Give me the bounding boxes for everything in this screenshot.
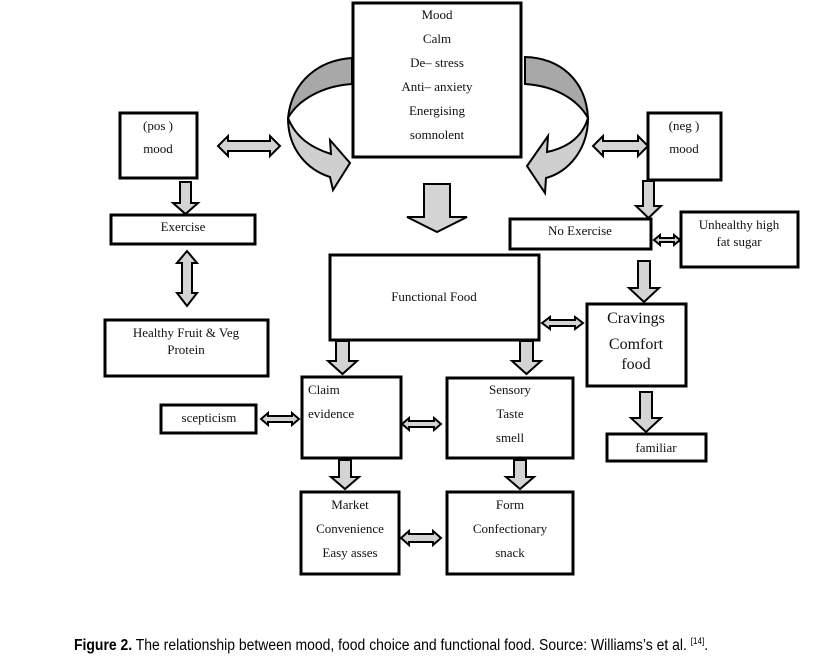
mood-line: Calm bbox=[423, 31, 451, 46]
node-functional-food: Functional Food bbox=[328, 253, 541, 342]
node-exercise: Exercise bbox=[109, 213, 257, 246]
claim-line: Claim bbox=[308, 382, 340, 397]
sensory-line: Taste bbox=[496, 406, 523, 421]
form-line: Form bbox=[496, 497, 524, 512]
healthy-line: Healthy Fruit & Veg bbox=[133, 325, 240, 340]
market-line: Easy asses bbox=[322, 545, 377, 560]
curved-arrow-left-upper bbox=[287, 56, 353, 119]
node-sensory: Sensory Taste smell bbox=[445, 376, 575, 460]
node-mood: Mood Calm De– stress Anti– anxiety Energ… bbox=[351, 1, 523, 159]
mood-line: Anti– anxiety bbox=[401, 79, 473, 94]
double-arrow-market-form bbox=[399, 528, 443, 548]
caption-label: Figure 2. bbox=[74, 637, 133, 654]
mood-line: somnolent bbox=[410, 127, 465, 142]
caption-reference: [14] bbox=[690, 636, 705, 646]
down-arrow-sensory bbox=[509, 340, 544, 376]
double-arrow-exercise-healthy bbox=[174, 249, 200, 308]
cravings-line: food bbox=[621, 356, 650, 373]
down-arrow-market bbox=[328, 459, 362, 491]
down-arrow-familiar bbox=[628, 391, 664, 434]
functional-food-label: Functional Food bbox=[391, 289, 477, 304]
no-exercise-label: No Exercise bbox=[548, 223, 612, 238]
cravings-line: Comfort bbox=[609, 336, 664, 353]
market-line: Convenience bbox=[316, 521, 384, 536]
mood-line: De– stress bbox=[410, 55, 464, 70]
exercise-label: Exercise bbox=[161, 219, 206, 234]
node-claim: Claim evidence bbox=[300, 375, 403, 460]
double-arrow-neg-mood bbox=[591, 133, 650, 159]
figure-caption: Figure 2. The relationship between mood,… bbox=[74, 636, 708, 655]
claim-line: evidence bbox=[308, 406, 354, 421]
double-arrow-scepticism-claim bbox=[259, 410, 301, 428]
curved-arrow-right-upper bbox=[524, 55, 589, 119]
double-arrow-claim-sensory bbox=[400, 415, 443, 433]
node-unhealthy: Unhealthy high fat sugar bbox=[679, 210, 800, 269]
down-arrow-cravings bbox=[626, 260, 662, 304]
down-arrow-neg-noexercise bbox=[633, 180, 664, 220]
node-familiar: familiar bbox=[605, 432, 708, 463]
flow-diagram: Mood Calm De– stress Anti– anxiety Energ… bbox=[103, 1, 800, 576]
neg-mood-line: mood bbox=[669, 141, 699, 156]
market-line: Market bbox=[331, 497, 369, 512]
mood-line: Energising bbox=[409, 103, 466, 118]
down-arrow-pos-exercise bbox=[170, 181, 201, 216]
scepticism-label: scepticism bbox=[182, 410, 237, 425]
node-pos-mood: (pos ) mood bbox=[118, 111, 199, 180]
familiar-label: familiar bbox=[635, 440, 677, 455]
node-no-exercise: No Exercise bbox=[508, 217, 653, 251]
down-arrow-claim bbox=[325, 340, 360, 376]
curved-arrow-right-lower bbox=[525, 117, 589, 197]
pos-mood-line: mood bbox=[143, 141, 173, 156]
curved-arrow-right bbox=[524, 55, 589, 197]
node-cravings: Cravings Comfort food bbox=[585, 302, 688, 388]
cravings-line: Cravings bbox=[607, 310, 665, 327]
sensory-line: Sensory bbox=[489, 382, 531, 397]
curved-arrow-left-lower bbox=[287, 117, 352, 193]
double-arrow-pos-mood bbox=[216, 133, 282, 159]
node-scepticism: scepticism bbox=[159, 403, 258, 435]
double-arrow-food-cravings bbox=[540, 315, 585, 331]
caption-end: . bbox=[704, 637, 709, 654]
node-market: Market Convenience Easy asses bbox=[299, 490, 401, 576]
form-line: Confectionary bbox=[473, 521, 548, 536]
down-arrow-center bbox=[406, 183, 468, 234]
form-line: snack bbox=[495, 545, 525, 560]
node-healthy: Healthy Fruit & Veg Protein bbox=[103, 318, 270, 378]
node-form: Form Confectionary snack bbox=[445, 490, 575, 576]
unhealthy-line: fat sugar bbox=[716, 234, 762, 249]
unhealthy-line: Unhealthy high bbox=[699, 217, 780, 232]
sensory-line: smell bbox=[496, 430, 525, 445]
down-arrow-form bbox=[503, 459, 537, 491]
node-neg-mood: (neg ) mood bbox=[646, 111, 723, 182]
caption-text: The relationship between mood, food choi… bbox=[132, 637, 691, 654]
mood-line: Mood bbox=[421, 7, 453, 22]
double-arrow-noexercise-unhealthy bbox=[652, 232, 682, 248]
pos-mood-line: (pos ) bbox=[143, 118, 173, 133]
healthy-line: Protein bbox=[167, 342, 205, 357]
curved-arrow-left bbox=[287, 56, 353, 193]
neg-mood-line: (neg ) bbox=[669, 118, 700, 133]
